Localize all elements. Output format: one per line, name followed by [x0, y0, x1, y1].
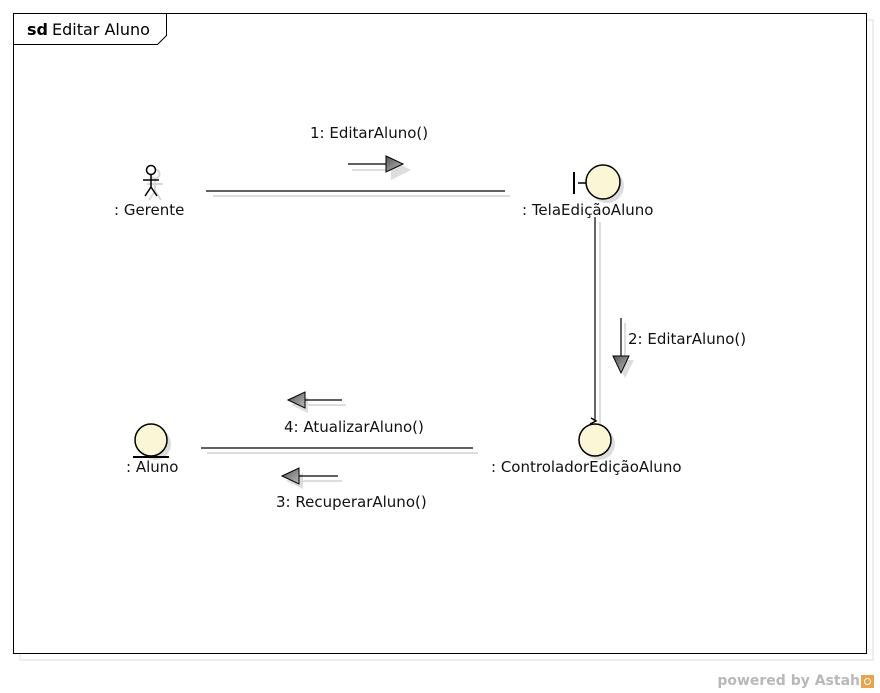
entity-icon: [133, 423, 171, 460]
actor-gerente-icon: [143, 164, 163, 201]
powered-by-text: powered by Astah: [717, 673, 860, 689]
message-3-arrow-icon: [280, 467, 342, 489]
message-3-label: 3: RecuperarAluno(): [276, 493, 427, 511]
message-4-arrow-icon: [286, 391, 346, 413]
boundary-icon: [573, 164, 624, 203]
participant-gerente-label: : Gerente: [114, 201, 185, 219]
frame-name: Editar Aluno: [51, 20, 150, 39]
message-2-label: 2: EditarAluno(): [628, 330, 747, 348]
frame-title-tab: [13, 13, 167, 45]
message-4-label: 4: AtualizarAluno(): [284, 418, 424, 436]
message-2-arrow-icon: [612, 318, 634, 378]
participant-tela-label: : TelaEdiçãoAluno: [522, 201, 654, 219]
diagram-frame: [13, 13, 867, 654]
message-1-arrow-icon: [348, 155, 411, 180]
astah-logo-icon: [861, 674, 874, 688]
message-1-label: 1: EditarAluno(): [310, 124, 429, 142]
astah-watermark: powered by Astah: [717, 673, 874, 689]
control-icon: [578, 417, 615, 460]
frame-keyword: sd: [27, 20, 48, 39]
participant-aluno-label: : Aluno: [126, 458, 179, 476]
participant-controlador-label: : ControladorEdiçãoAluno: [491, 458, 682, 476]
